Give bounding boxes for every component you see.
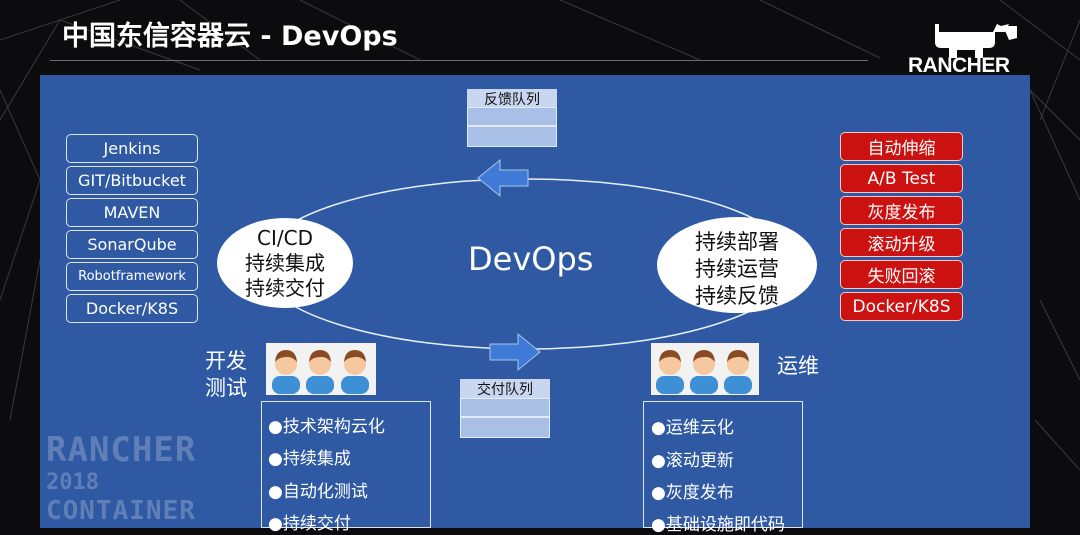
cicd-line1: CI/CD xyxy=(257,226,313,250)
ops-item: ●灰度发布 xyxy=(651,483,734,503)
watermark-line2: 2018 xyxy=(46,470,99,495)
tool-sonarqube: SonarQube xyxy=(66,230,198,259)
ops-rollback: 失败回滚 xyxy=(840,260,963,289)
ops-item: ●运维云化 xyxy=(651,418,734,438)
tool-maven: MAVEN xyxy=(66,198,198,227)
person-icon xyxy=(656,350,684,394)
tool-docker-k8s: Docker/K8S xyxy=(66,294,198,323)
person-icon xyxy=(341,350,369,394)
person-icon xyxy=(272,350,300,394)
ops-autoscale: 自动伸缩 xyxy=(840,132,963,161)
watermark-line3: CONTAINER xyxy=(46,496,196,526)
cicd-line3: 持续交付 xyxy=(245,276,325,300)
tool-git-bitbucket: GIT/Bitbucket xyxy=(66,166,198,195)
logo-text: RANCHER xyxy=(908,54,1010,77)
slide-title: 中国东信容器云 - DevOps xyxy=(62,21,398,52)
tool-robotframework: Robotframework xyxy=(66,262,198,291)
delivery-queue-label: 交付队列 xyxy=(460,379,550,398)
feedback-queue-row xyxy=(467,126,557,147)
dev-role-line2: 测试 xyxy=(205,376,247,400)
cicd-label: CI/CD 持续集成 持续交付 xyxy=(217,226,353,301)
title-underline xyxy=(50,60,868,61)
dev-item: ●持续交付 xyxy=(268,514,351,534)
person-icon xyxy=(306,350,334,394)
ops-item: ●滚动更新 xyxy=(651,451,734,471)
cd-label: 持续部署 持续运营 持续反馈 xyxy=(657,229,817,310)
ops-item: ●基础设施即代码 xyxy=(651,515,785,535)
dev-item: ●技术架构云化 xyxy=(268,417,385,437)
ops-role-label: 运维 xyxy=(777,354,819,378)
ops-docker-k8s: Docker/K8S xyxy=(840,292,963,321)
cd-line2: 持续运营 xyxy=(695,257,779,281)
watermark-line1: RANCHER xyxy=(46,430,197,470)
ops-rolling-upgrade: 滚动升级 xyxy=(840,228,963,257)
ops-items-box xyxy=(643,401,803,528)
devops-center-label: DevOps xyxy=(468,240,594,278)
cd-line3: 持续反馈 xyxy=(695,284,779,308)
ops-ab-test: A/B Test xyxy=(840,164,963,193)
delivery-queue-row xyxy=(460,417,550,438)
feedback-queue-label: 反馈队列 xyxy=(467,89,557,108)
feedback-arrow xyxy=(477,158,529,198)
feedback-queue-row xyxy=(467,107,557,126)
ops-gray-release: 灰度发布 xyxy=(840,196,963,225)
dev-role-label: 开发 测试 xyxy=(205,348,247,402)
dev-items-box xyxy=(261,401,431,528)
delivery-queue-row xyxy=(460,398,550,417)
dev-role-line1: 开发 xyxy=(205,349,247,373)
cicd-ellipse xyxy=(217,218,353,308)
cicd-line2: 持续集成 xyxy=(245,251,325,275)
cd-line1: 持续部署 xyxy=(695,230,779,254)
person-icon xyxy=(724,350,752,394)
dev-item: ●持续集成 xyxy=(268,449,351,469)
bull-icon xyxy=(935,24,1017,58)
delivery-arrow xyxy=(489,332,541,372)
person-icon xyxy=(690,350,718,394)
tool-jenkins: Jenkins xyxy=(66,134,198,163)
cd-ellipse xyxy=(657,217,817,313)
dev-item: ●自动化测试 xyxy=(268,482,368,502)
